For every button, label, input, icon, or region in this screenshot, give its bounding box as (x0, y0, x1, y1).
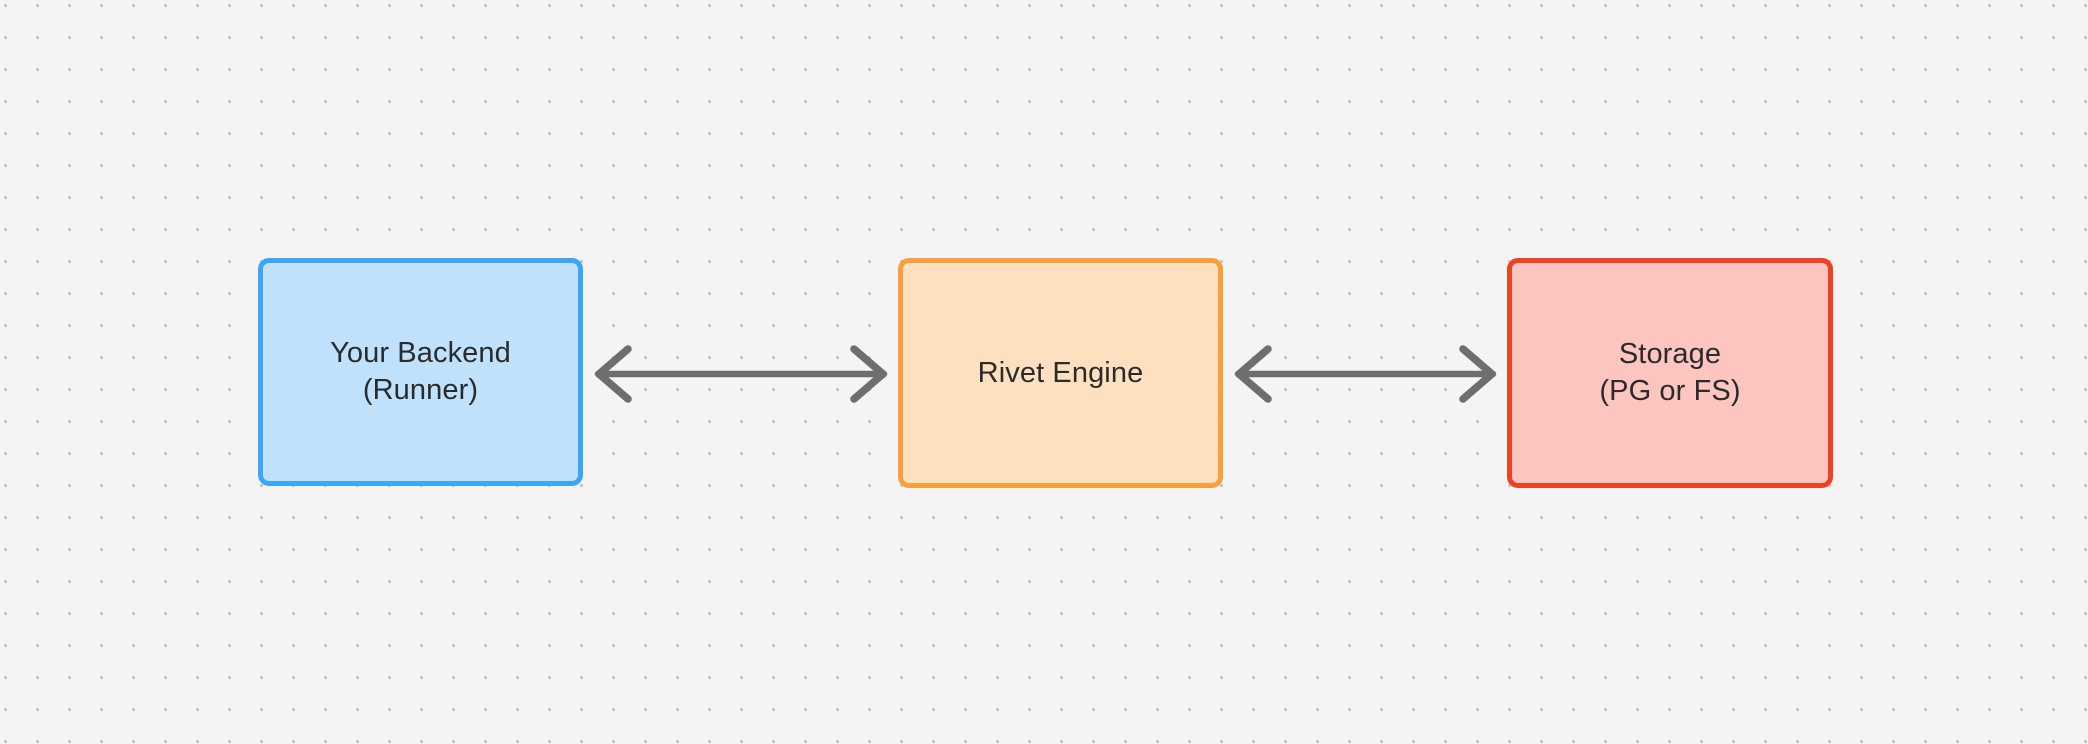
diagram-node-backend-label: Your Backend (Runner) (330, 337, 511, 406)
diagram-edge-backend-engine[interactable] (584, 336, 898, 412)
diagram-node-backend[interactable]: Your Backend (Runner) (258, 258, 583, 486)
diagram-node-engine[interactable]: Rivet Engine (898, 258, 1223, 488)
diagram-edge-engine-storage[interactable] (1224, 336, 1507, 412)
diagram-node-engine-label: Rivet Engine (977, 356, 1144, 389)
diagram-node-storage-label: Storage (PG or FS) (1599, 338, 1741, 407)
bidirectional-arrow-icon (1234, 345, 1497, 403)
diagram-node-storage[interactable]: Storage (PG or FS) (1507, 258, 1833, 488)
bidirectional-arrow-icon (594, 345, 888, 403)
